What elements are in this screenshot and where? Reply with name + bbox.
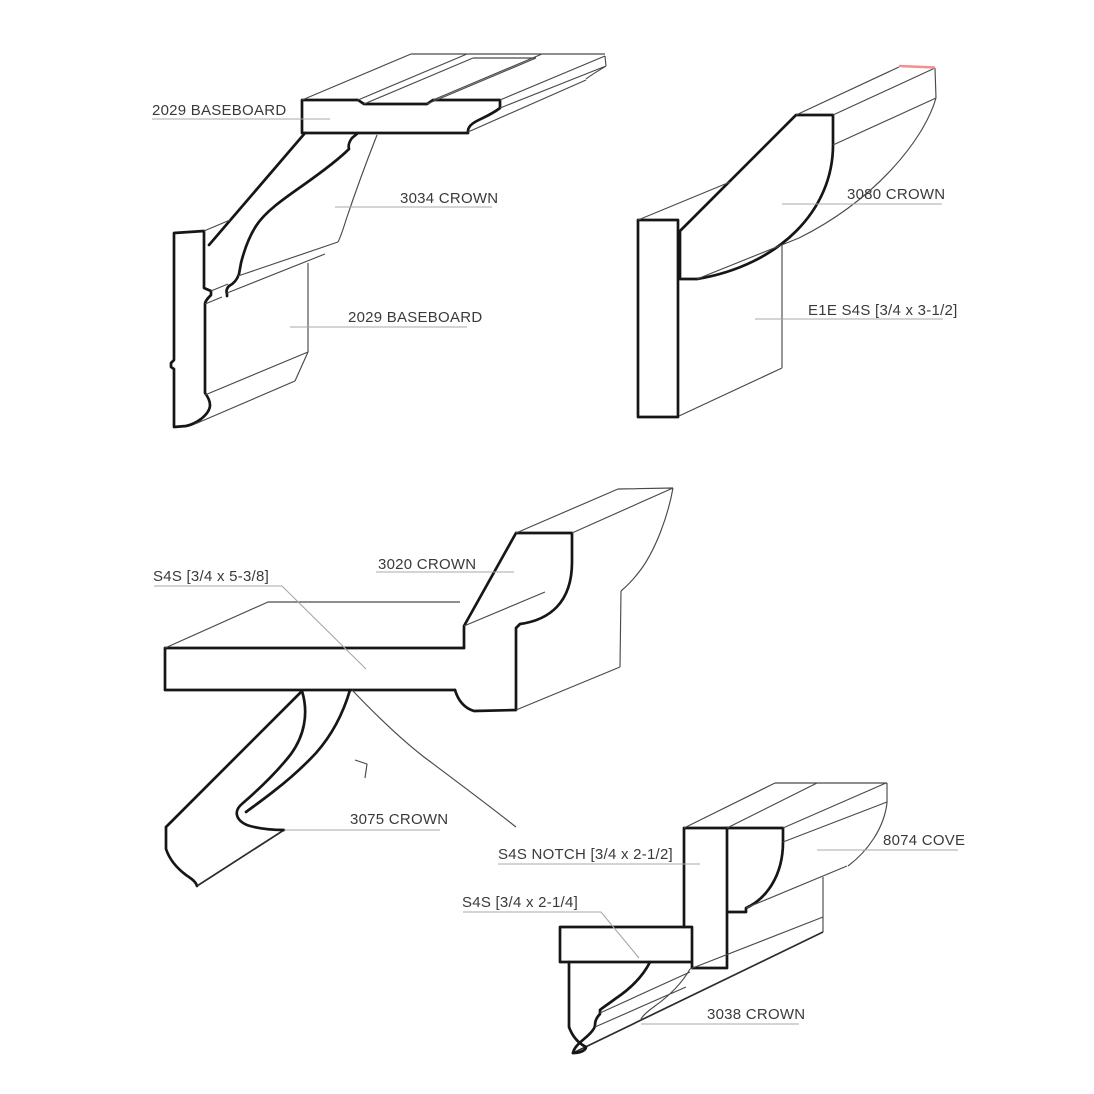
leader-s4s-shelf (154, 585, 367, 670)
label-e1e-s4s: E1E S4S [3/4 x 3-1/2] (808, 302, 958, 319)
s4s-notch-profile (682, 826, 729, 970)
label-8074-cove: 8074 COVE (883, 832, 965, 849)
cove-8074-profile (725, 826, 785, 914)
crown-3034-miter-and-face-lines (226, 134, 378, 294)
label-3038-crown: 3038 CROWN (707, 1006, 805, 1023)
crown-3038-far-end-lines (689, 877, 824, 970)
label-2029-baseboard: 2029 BASEBOARD (348, 309, 482, 326)
crown-3038-end-profile (567, 960, 588, 1055)
crown-3038-miter-and-fillet-lines (594, 968, 691, 1028)
leader-s4s-flat (463, 911, 640, 959)
label-3034-crown: 3034 CROWN (400, 190, 498, 207)
flat-baseboard-cap-profile (300, 98, 502, 135)
crown-3020-profile (453, 531, 574, 713)
crown-3075-miter-profile-curve (244, 688, 352, 814)
diagram-middle-left-buildup: S4S [3/4 x 5-3/8] 3020 CROWN 3075 CROWN (153, 487, 674, 888)
s4s-flat-board-face (558, 925, 692, 964)
crown-3034-back-edge (207, 131, 307, 247)
red-highlight-edge (898, 64, 936, 69)
label-3080-crown: 3080 CROWN (847, 186, 945, 203)
crown-3075-miter-cut-lines (351, 689, 517, 828)
cove-8074-extrusion-lines (683, 782, 888, 909)
label-s4s-notch: S4S NOTCH [3/4 x 2-1/2] (498, 846, 673, 863)
label-s4s-shelf: S4S [3/4 x 5-3/8] (153, 568, 269, 585)
crown-3080-extrusion-lines (637, 66, 937, 417)
label-2029-baseboard-cap: 2029 BASEBOARD (152, 102, 286, 119)
baseboard-2029-face-lines (194, 219, 309, 425)
e1e-s4s-board-profile (636, 218, 680, 419)
crown-3075-back-edge-and-end-profile (164, 689, 304, 888)
crown-3034-profile-curve (225, 131, 360, 298)
crown-3080-profile (678, 113, 835, 281)
crown-3075-profile-curve (235, 689, 307, 832)
crown-3075-bottom-edge (196, 829, 285, 887)
crown-3020-extrusion-lines (164, 487, 674, 711)
diagram-top-left-buildup: 2029 BASEBOARD 3034 CROWN 2029 BASEBOARD (152, 53, 607, 429)
s4s-shelf-board-face (163, 646, 466, 692)
baseboard-2029-profile (169, 229, 213, 429)
flat-baseboard-cap-extrusion-lines (301, 53, 607, 133)
crown-3038-bottom-edge (572, 931, 824, 1054)
label-3075-crown: 3075 CROWN (350, 811, 448, 828)
diagram-bottom-right-buildup: S4S NOTCH [3/4 x 2-1/2] 8074 COVE S4S [3… (462, 782, 965, 1055)
label-3020-crown: 3020 CROWN (378, 556, 476, 573)
crown-3038-profile-curve (571, 960, 652, 1055)
diagram-top-right-buildup: 3080 CROWN E1E S4S [3/4 x 3-1/2] (636, 64, 958, 419)
label-s4s-flat: S4S [3/4 x 2-1/4] (462, 894, 578, 911)
